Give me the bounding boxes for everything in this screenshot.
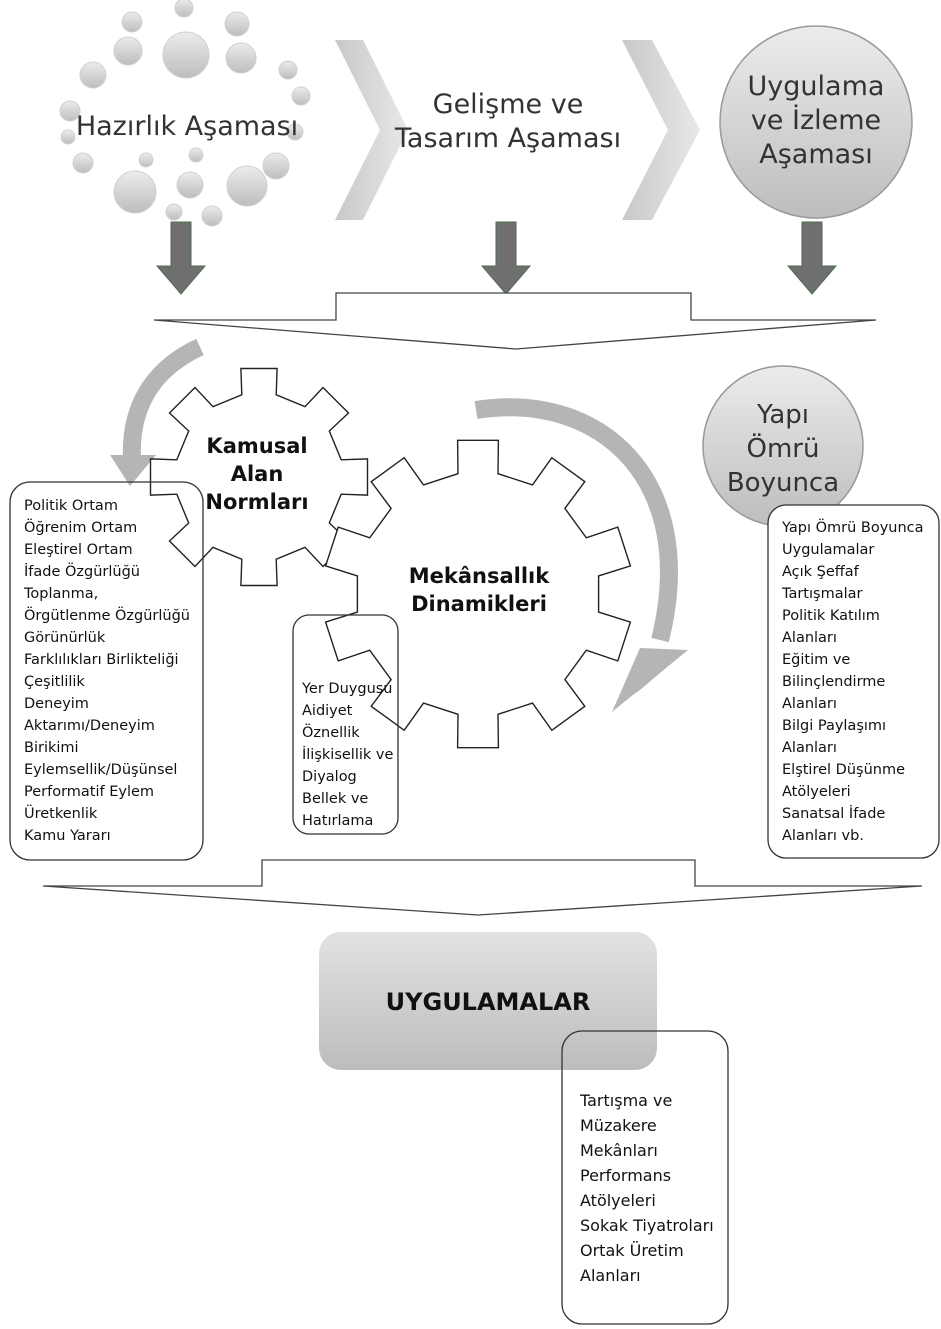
left-list-item: Deneyim — [24, 696, 89, 712]
middle-list-item: Aidiyet — [302, 703, 353, 719]
funnel-arrow-top — [153, 292, 877, 350]
uygulama-circle — [719, 25, 913, 219]
middle-list-item: Öznellik — [302, 725, 360, 741]
right-list-item: Uygulamalar — [782, 542, 875, 558]
chevron-arrow-1 — [335, 40, 408, 220]
left-list-item: Farklılıkları Birlikteliği — [24, 652, 179, 668]
left-list-item: Öğrenim Ortam — [24, 520, 138, 536]
middle-list-item: İlişkisellik ve — [302, 747, 394, 763]
left-list-item: Görünürlük — [24, 630, 106, 646]
stage-gelisme-line2: Tasarım Aşaması — [394, 123, 622, 154]
right-list-item: Bilgi Paylaşımı — [782, 718, 887, 734]
left-list-item: Üretkenlik — [24, 806, 98, 822]
uygulamalar-list-item: Atölyeleri — [580, 1191, 656, 1210]
kamusal-line3: Normları — [205, 490, 309, 514]
curved-arrow-right — [474, 398, 688, 712]
left-list-item: Çeşitlilik — [24, 674, 85, 690]
middle-list-item: Diyalog — [302, 769, 357, 785]
bubble-ring — [59, 0, 311, 227]
kamusal-line1: Kamusal — [206, 434, 308, 458]
left-list-box — [9, 481, 204, 861]
left-list-item: Eylemsellik/Düşünsel — [24, 762, 178, 778]
right-list-item: Atölyeleri — [782, 784, 851, 800]
left-list-item: Birikimi — [24, 740, 79, 756]
stage-gelisme-label: Gelişme ve Tasarım Aşaması — [388, 88, 628, 156]
uygulamalar-list-item: Tartışma ve — [580, 1091, 673, 1110]
kamusal-line2: Alan — [230, 462, 284, 486]
chevron-arrow-2 — [622, 40, 700, 220]
stage-uygulama-line1: Uygulama — [747, 71, 885, 102]
right-list-item: Açık Şeffaf — [782, 564, 859, 580]
right-list-item: Alanları — [782, 740, 837, 756]
right-list-box — [767, 504, 940, 859]
uygulamalar-list-item: Mekânları — [580, 1141, 658, 1160]
right-list-item: Alanları — [782, 630, 837, 646]
stage-uygulama-label: Uygulama ve İzleme Aşaması — [728, 70, 904, 172]
left-list-item: Performatif Eylem — [24, 784, 155, 800]
uygulamalar-title: UYGULAMALAR — [385, 988, 591, 1016]
uygulamalar-list-item: Ortak Üretim — [580, 1241, 684, 1260]
right-list-item: Politik Katılım — [782, 608, 880, 624]
stage-uygulama-line3: Aşaması — [759, 139, 873, 170]
uygulamalar-list-box — [561, 1030, 729, 1325]
mekansallik-line2: Dinamikleri — [411, 592, 547, 616]
stage-hazirlik-label: Hazırlık Aşaması — [75, 111, 299, 142]
mekansallik-gear-label: Mekânsallık Dinamikleri — [386, 562, 572, 618]
left-list-item: Örgütlenme Özgürlüğü — [24, 608, 190, 624]
middle-list-item: Bellek ve — [302, 791, 369, 807]
right-list-item: Tartışmalar — [782, 586, 863, 602]
right-list-item: Bilinçlendirme — [782, 674, 886, 690]
right-list-item: Alanları — [782, 696, 837, 712]
down-arrow-3 — [786, 221, 838, 295]
yapi-label: Yapı Ömrü Boyunca — [716, 398, 850, 500]
right-list-item: Alanları vb. — [782, 828, 864, 844]
uygulamalar-list-item: Müzakere — [580, 1116, 657, 1135]
curved-arrow-left — [110, 338, 204, 486]
kamusal-gear — [149, 367, 369, 587]
left-list-item: Eleştirel Ortam — [24, 542, 133, 558]
down-arrow-2 — [480, 221, 532, 295]
right-list-item: Eğitim ve — [782, 652, 851, 668]
uygulamalar-list-item: Sokak Tiyatroları — [580, 1216, 714, 1235]
left-list-item: İfade Özgürlüğü — [24, 564, 140, 580]
middle-list-box — [292, 614, 399, 835]
middle-list-item: Hatırlama — [302, 813, 374, 829]
yapi-line2: Ömrü — [746, 434, 820, 464]
kamusal-gear-label: Kamusal Alan Normları — [190, 432, 324, 516]
middle-list-item: Yer Duygusu — [302, 681, 393, 697]
right-list-item: Sanatsal İfade — [782, 806, 886, 822]
right-list-item: Elştirel Düşünme — [782, 762, 905, 778]
uygulamalar-box — [319, 932, 657, 1070]
left-list-item: Toplanma, — [24, 586, 99, 602]
mekansallik-gear — [324, 439, 632, 749]
stage-gelisme-line1: Gelişme ve — [432, 89, 584, 120]
left-list-item: Aktarımı/Deneyim — [24, 718, 155, 734]
mekansallik-line1: Mekânsallık — [408, 564, 550, 588]
uygulamalar-list-item: Performans — [580, 1166, 672, 1185]
funnel-arrow-bottom — [42, 859, 923, 916]
stage-uygulama-line2: ve İzleme — [750, 105, 882, 136]
right-list-item: Yapı Ömrü Boyunca — [782, 520, 924, 536]
yapi-line1: Yapı — [757, 400, 809, 430]
uygulamalar-list-item: Alanları — [580, 1266, 641, 1285]
left-list-item: Politik Ortam — [24, 498, 118, 514]
left-list-item: Kamu Yararı — [24, 828, 111, 844]
down-arrow-1 — [155, 221, 207, 295]
yapi-line3: Boyunca — [726, 468, 840, 498]
